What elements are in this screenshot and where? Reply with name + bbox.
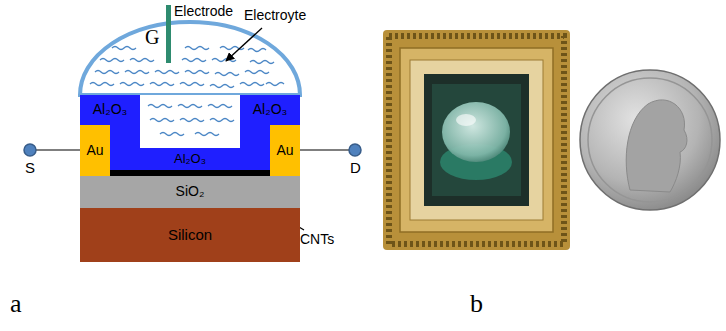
cnt-label: CNTs: [300, 232, 334, 247]
gold-contact: Au: [80, 125, 110, 176]
drain-wire: [300, 149, 349, 150]
gate-electrode: [166, 5, 171, 63]
alumina-block: Al₂O₃: [80, 95, 140, 125]
layer-name: Au: [276, 143, 293, 158]
layer-name: Silicon: [168, 227, 212, 244]
source-wire: [36, 149, 80, 150]
gate-label: G: [145, 26, 159, 48]
silicon-substrate: Silicon: [80, 208, 300, 262]
drain-terminal: [349, 144, 361, 156]
electrolyte-well: [140, 95, 240, 148]
electrolyte-dome: [80, 22, 300, 95]
layer-name: Al₂O₃: [174, 152, 206, 166]
source-terminal: [24, 144, 36, 156]
drain-label: D: [350, 160, 361, 177]
panel-letter: b: [470, 290, 483, 319]
layer-name: SiO₂: [176, 184, 205, 199]
oxide-layer: SiO₂: [80, 176, 300, 208]
panel-letter: a: [10, 290, 22, 319]
chip-package: [383, 30, 570, 250]
layer-name: Al₂O₃: [253, 102, 287, 117]
electrolyte-leader: [226, 28, 262, 61]
electrolyte-waves: [90, 47, 284, 88]
alumina-layer: [80, 95, 300, 170]
alumina-block: Al₂O₃: [240, 95, 300, 125]
alumina-dielectric: Al₂O₃: [110, 148, 270, 170]
layer-name: Au: [86, 143, 103, 158]
electrode-label: Electrode: [174, 4, 233, 19]
layer-name: Al₂O₃: [93, 102, 127, 117]
electrolyte-label: Electroyte: [244, 8, 306, 23]
well-waves: [148, 105, 234, 136]
gold-contact: Au: [270, 125, 300, 176]
coin: [580, 70, 720, 210]
source-label: S: [25, 160, 35, 177]
